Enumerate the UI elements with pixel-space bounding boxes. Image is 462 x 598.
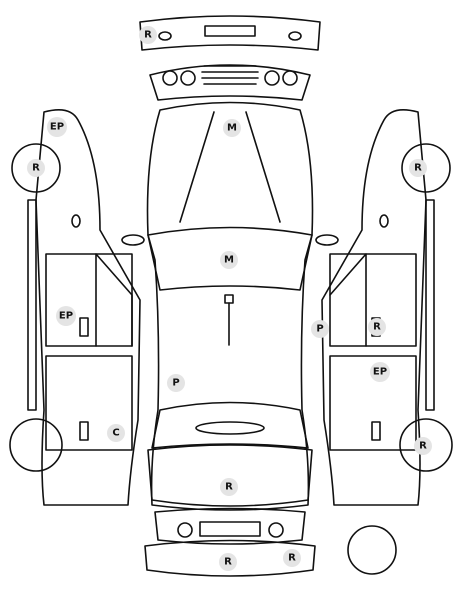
antenna-icon [224, 294, 234, 304]
svg-text:P: P [316, 324, 323, 335]
badge-right-front-pillar[interactable]: P [311, 320, 329, 338]
badge-rear-bumper-top[interactable]: R [139, 26, 157, 44]
svg-text:R: R [419, 441, 427, 452]
badge-front-bumper-right[interactable]: R [283, 549, 301, 567]
svg-text:R: R [224, 557, 232, 568]
svg-text:R: R [225, 482, 233, 493]
fuel-cap-right-icon [379, 214, 389, 228]
right-front-wheel [401, 143, 451, 193]
front-grille[interactable] [149, 64, 311, 101]
badge-right-front-door[interactable]: R [368, 318, 386, 336]
badge-front-bumper-left[interactable]: R [219, 553, 237, 571]
left-rear-wheel [9, 418, 63, 472]
badge-right-front-wheel[interactable]: R [409, 159, 427, 177]
svg-text:R: R [32, 163, 40, 174]
svg-text:M: M [224, 255, 234, 266]
svg-text:M: M [227, 123, 237, 134]
badge-roof[interactable]: P [167, 374, 185, 392]
svg-text:R: R [288, 553, 296, 564]
badge-windshield[interactable]: M [220, 251, 238, 269]
badge-hood[interactable]: M [223, 119, 241, 137]
right-side-profile[interactable] [321, 109, 453, 506]
badge-right-rear-door[interactable]: EP [370, 362, 390, 382]
fuel-cap-icon [71, 214, 81, 228]
badge-trunk[interactable]: R [220, 478, 238, 496]
badge-left-front-door[interactable]: EP [56, 306, 76, 326]
left-front-wheel [11, 143, 61, 193]
svg-text:EP: EP [50, 122, 64, 133]
svg-text:R: R [373, 322, 381, 333]
badge-left-fender-front[interactable]: EP [47, 117, 67, 137]
car-body-top-view[interactable] [121, 101, 339, 511]
rear-bumper-top[interactable] [139, 15, 321, 51]
svg-text:R: R [414, 163, 422, 174]
svg-text:R: R [144, 30, 152, 41]
left-side-profile[interactable] [9, 109, 141, 506]
front-bumper-bottom[interactable] [144, 507, 316, 577]
badge-left-rear-quarter[interactable]: C [107, 424, 125, 442]
badge-left-front-wheel[interactable]: R [27, 159, 45, 177]
spare-wheel-icon[interactable] [347, 525, 397, 575]
svg-text:EP: EP [59, 311, 73, 322]
svg-text:C: C [112, 428, 119, 439]
badge-right-rear-wheel[interactable]: R [414, 437, 432, 455]
svg-text:EP: EP [373, 367, 387, 378]
svg-text:P: P [172, 378, 179, 389]
right-rear-wheel [399, 418, 453, 472]
